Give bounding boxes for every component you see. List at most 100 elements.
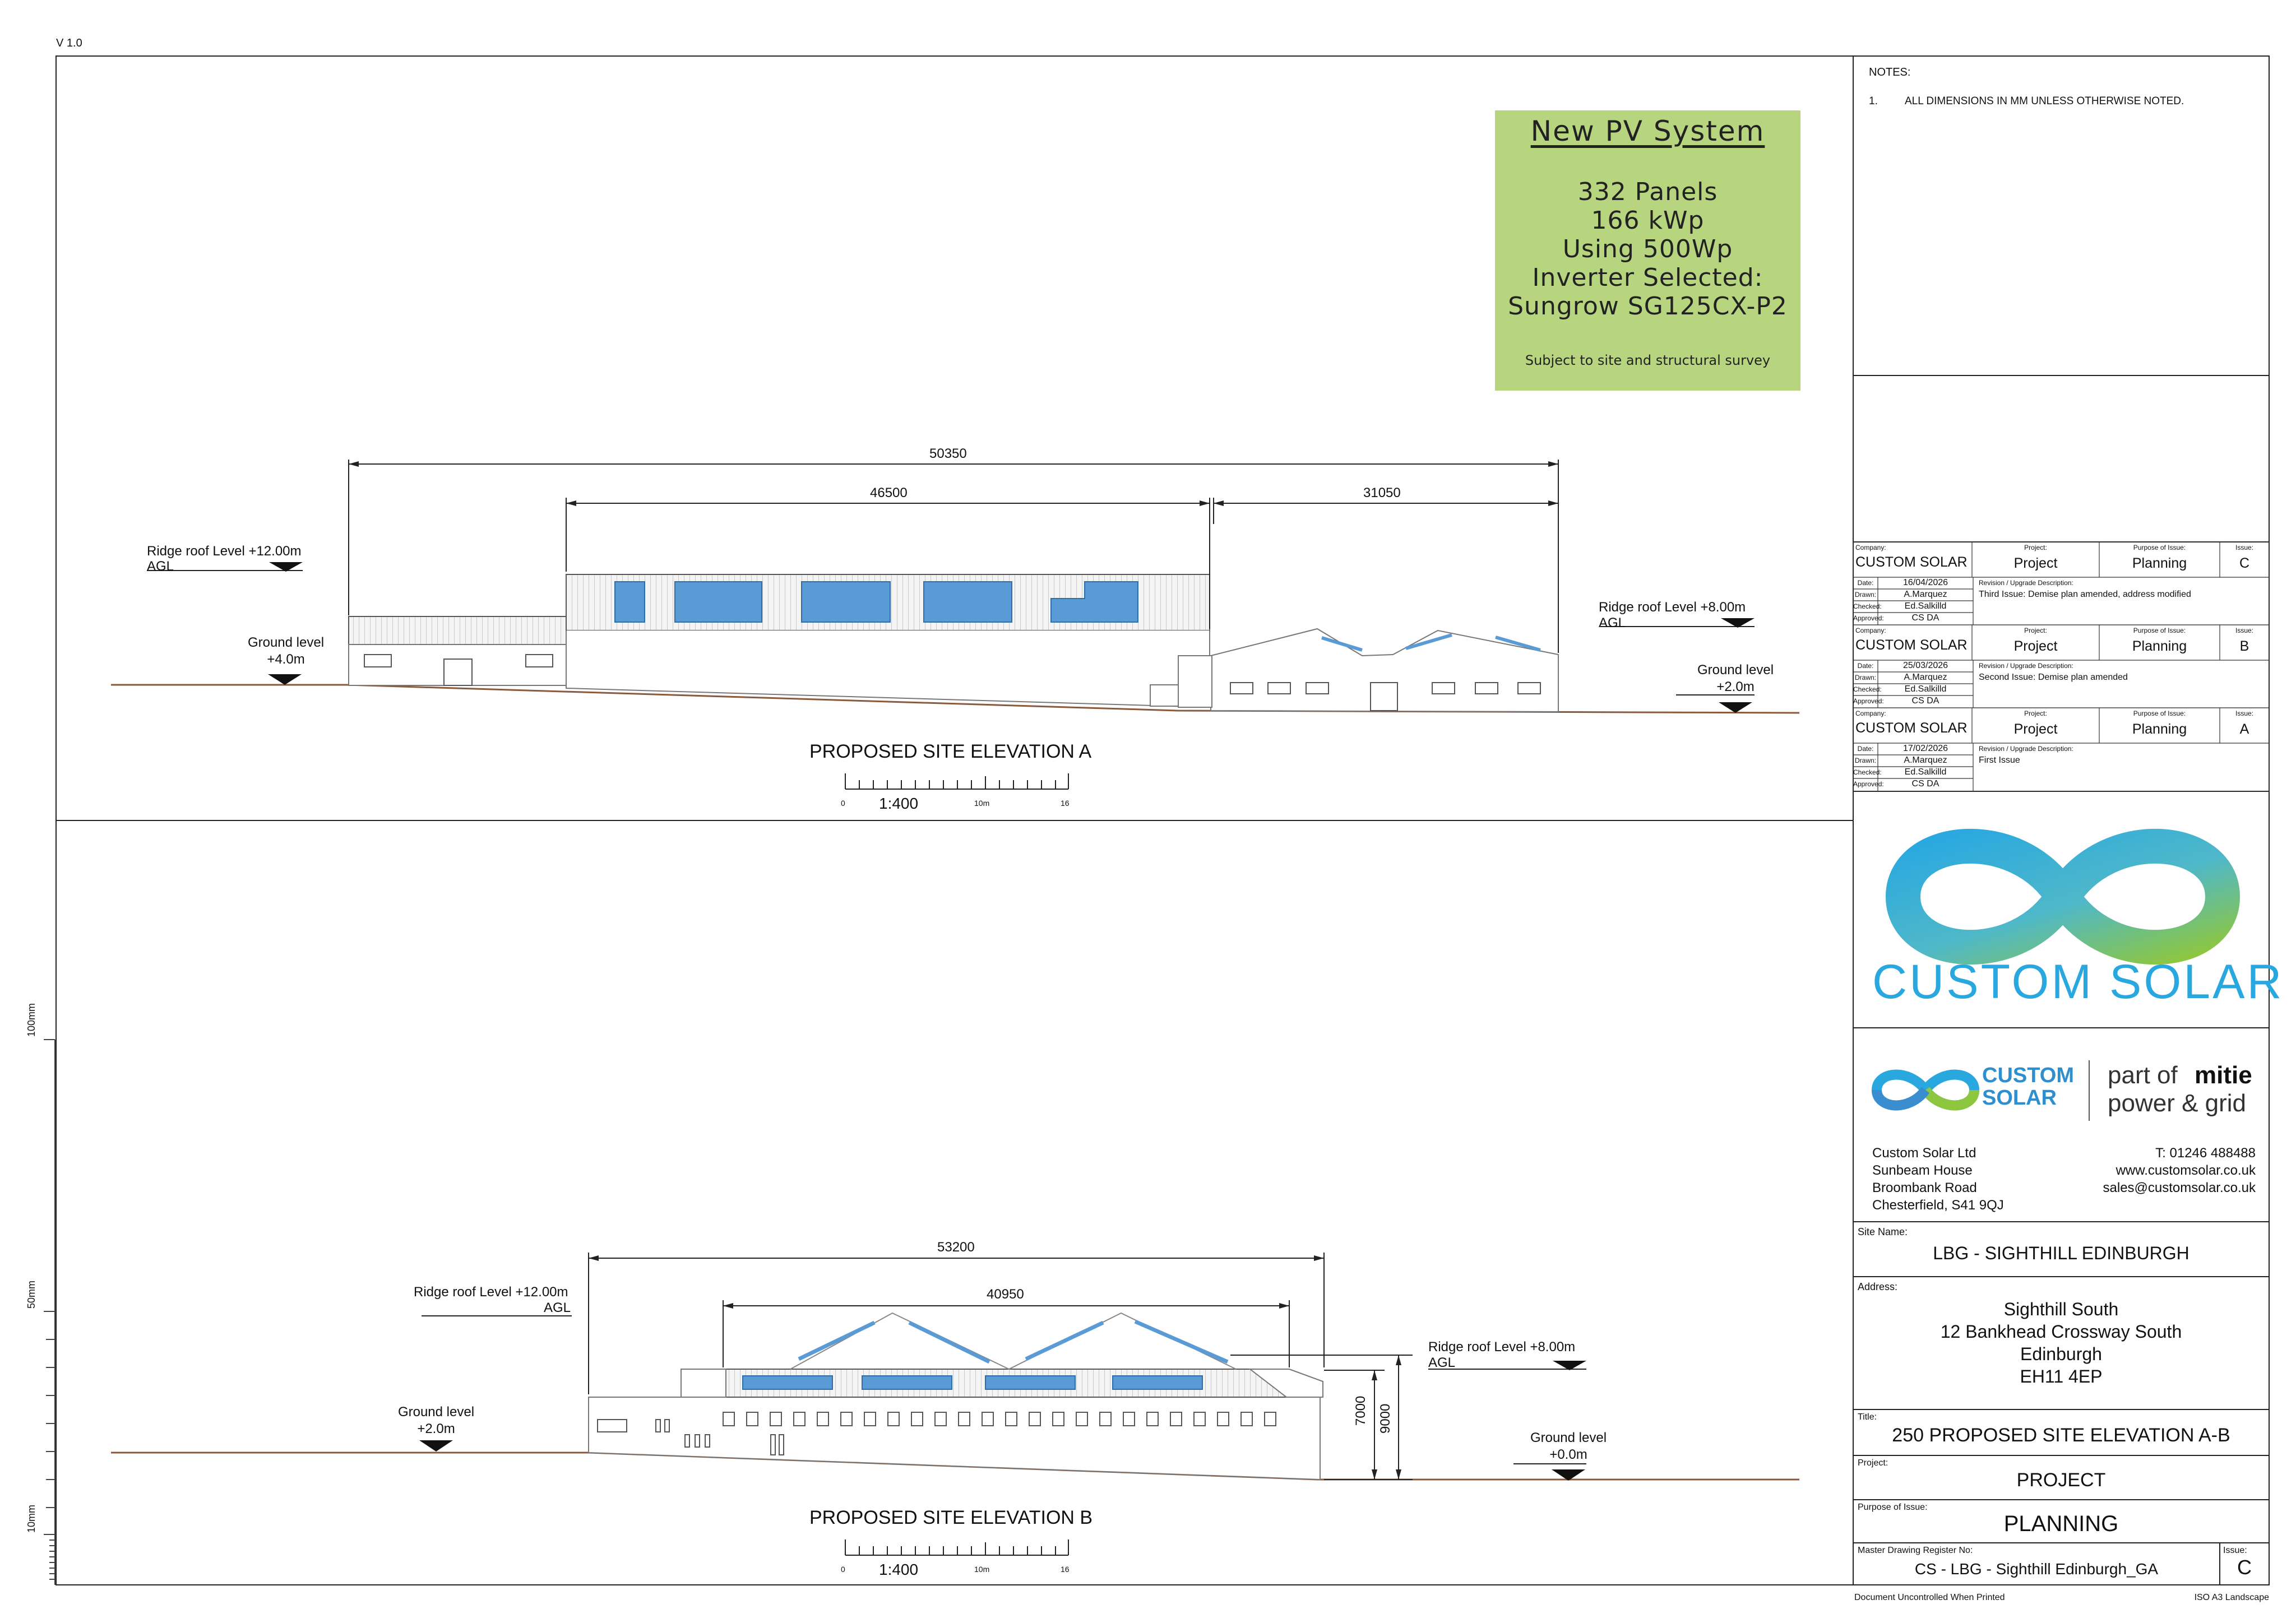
elevation-b-drawing xyxy=(111,1253,1799,1481)
rev-project: Project xyxy=(2013,555,2058,571)
scale-b-tick-16: 16 xyxy=(1061,1565,1070,1574)
rev-approved: CS DA xyxy=(1911,613,1939,623)
scale-a-tick-0: 0 xyxy=(841,799,845,808)
level-b-ground-right-value: +0.0m xyxy=(1549,1447,1587,1462)
power-grid-label: power & grid xyxy=(2108,1089,2247,1117)
mitie-brand: mitie xyxy=(2195,1061,2252,1089)
note-1-text: ALL DIMENSIONS IN MM UNLESS OTHERWISE NO… xyxy=(1905,95,2184,107)
windows-row-b xyxy=(597,1412,1276,1455)
rev-desc: Second Issue: Demise plan amended xyxy=(1979,673,2128,682)
project-label: Project: xyxy=(1858,1458,1888,1468)
scale-b-label: 1:400 xyxy=(879,1561,919,1578)
dim-b-eaves: 7000 xyxy=(1353,1395,1368,1426)
rev-desc: Third Issue: Demise plan amended, addres… xyxy=(1979,590,2191,599)
rev-approved: CS DA xyxy=(1911,696,1939,706)
elevation-a-title: PROPOSED SITE ELEVATION A xyxy=(809,741,1092,762)
level-b-ridge-right: Ridge roof Level +8.00m xyxy=(1428,1339,1576,1355)
footer-uncontrolled: Document Uncontrolled When Printed xyxy=(1854,1593,2005,1602)
scale-a-tick-16: 16 xyxy=(1061,799,1070,808)
level-b-ridge-left: Ridge roof Level +12.00m xyxy=(414,1285,568,1300)
scale-bar-b xyxy=(845,1539,1069,1556)
level-a-ridge-right: Ridge roof Level +8.00m xyxy=(1599,600,1746,615)
site-address-line-3: Edinburgh xyxy=(2020,1344,2102,1364)
rev-company: CUSTOM SOLAR xyxy=(1855,637,1968,653)
dim-a-overall: 50350 xyxy=(929,446,967,461)
address-line-4: Chesterfield, S41 9QJ xyxy=(1872,1198,2004,1213)
rev-purpose-label: Purpose of Issue: xyxy=(2133,627,2186,634)
rev-drawn: A.Marquez xyxy=(1904,755,1947,765)
company-website: www.customsolar.co.uk xyxy=(2116,1163,2256,1178)
level-a-ground-left: Ground level xyxy=(247,635,325,650)
level-a-ridge-left-agl: AGL xyxy=(147,559,174,574)
part-of-label: part of xyxy=(2108,1061,2178,1089)
address-line-2: Sunbeam House xyxy=(1872,1163,1973,1178)
pv-system-box: New PV System 332 Panels 166 kWp Using 5… xyxy=(1495,110,1800,391)
version-label: V 1.0 xyxy=(56,37,82,49)
small-logo-line1: CUSTOM xyxy=(1982,1064,2074,1087)
rev-date-label: Date: xyxy=(1857,662,1874,670)
level-b-ground-left-value: +2.0m xyxy=(417,1421,455,1436)
small-logo-line2: SOLAR xyxy=(1982,1086,2057,1110)
elevation-a-drawing xyxy=(111,460,1800,714)
rev-approved-label: Approved: xyxy=(1853,780,1884,788)
rev-issue: A xyxy=(2239,721,2249,737)
rev-date-label: Date: xyxy=(1857,579,1874,587)
rev-issue-label: Issue: xyxy=(2235,544,2253,551)
project-value: PROJECT xyxy=(2016,1469,2106,1491)
elevation-b-title: PROPOSED SITE ELEVATION B xyxy=(809,1507,1093,1528)
ruler-label-100mm: 100mm xyxy=(26,1003,37,1037)
rev-purpose: Planning xyxy=(2132,638,2187,654)
rev-company-label: Company: xyxy=(1855,627,1886,634)
note-1-number: 1. xyxy=(1869,95,1878,107)
dim-a-right: 31050 xyxy=(1363,485,1401,500)
drawing-title-label: Title: xyxy=(1858,1412,1877,1422)
pv-heading: New PV System xyxy=(1530,115,1765,147)
dim-a-main: 46500 xyxy=(870,485,908,500)
rev-purpose: Planning xyxy=(2132,555,2187,571)
level-b-ridge-left-agl: AGL xyxy=(544,1300,571,1315)
rev-project-label: Project: xyxy=(2024,544,2047,551)
pv-line-wp: Using 500Wp xyxy=(1562,235,1733,263)
scale-a-tick-10: 10m xyxy=(974,799,990,808)
rev-issue: C xyxy=(2239,555,2250,571)
logo-wordmark: CUSTOM SOLAR xyxy=(1872,955,2284,1009)
scale-bar-a xyxy=(845,773,1069,790)
rev-desc-label: Revision / Upgrade Description: xyxy=(1979,662,2073,670)
level-b-ground-right: Ground level xyxy=(1530,1430,1607,1445)
site-name-label: Site Name: xyxy=(1858,1226,1908,1237)
rev-drawn-label: Drawn: xyxy=(1854,674,1876,681)
site-address-line-1: Sighthill South xyxy=(2003,1299,2119,1319)
site-address-label: Address: xyxy=(1858,1281,1898,1292)
rev-company-label: Company: xyxy=(1855,710,1886,717)
rev-approved-label: Approved: xyxy=(1853,697,1884,705)
level-a-ground-left-value: +4.0m xyxy=(267,652,305,667)
drawing-title-value: 250 PROPOSED SITE ELEVATION A-B xyxy=(1892,1425,2230,1446)
company-phone: T: 01246 488488 xyxy=(2155,1146,2256,1161)
rev-checked-label: Checked: xyxy=(1853,685,1882,693)
purpose-label: Purpose of Issue: xyxy=(1858,1503,1928,1512)
rev-project: Project xyxy=(2013,638,2058,654)
site-address-line-2: 12 Bankhead Crossway South xyxy=(1940,1321,2182,1342)
rev-checked: Ed.Salkilld xyxy=(1904,601,1947,611)
print-ruler xyxy=(44,1039,55,1585)
dim-b-overall: 53200 xyxy=(937,1240,975,1255)
scale-b-tick-0: 0 xyxy=(841,1565,845,1574)
register-value: CS - LBG - Sighthill Edinburgh_GA xyxy=(1914,1560,2159,1578)
register-issue-label: Issue: xyxy=(2223,1546,2247,1555)
footer-paper-size: ISO A3 Landscape xyxy=(2194,1593,2269,1602)
pv-line-panels: 332 Panels xyxy=(1577,178,1718,206)
rev-drawn-label: Drawn: xyxy=(1854,757,1876,764)
rev-purpose-label: Purpose of Issue: xyxy=(2133,544,2186,551)
address-line-1: Custom Solar Ltd xyxy=(1872,1146,1976,1161)
level-b-ground-left: Ground level xyxy=(397,1404,475,1420)
dim-b-array: 40950 xyxy=(987,1287,1024,1302)
site-address-line-4: EH11 4EP xyxy=(2020,1366,2103,1386)
rev-company-label: Company: xyxy=(1855,544,1886,551)
rev-project: Project xyxy=(2013,721,2058,737)
ruler-label-50mm: 50mm xyxy=(26,1280,37,1309)
custom-solar-logo-icon xyxy=(1885,829,2241,964)
pv-line-inverter-model: Sungrow SG125CX-P2 xyxy=(1508,292,1788,321)
rev-project-label: Project: xyxy=(2024,627,2047,634)
rev-desc-label: Revision / Upgrade Description: xyxy=(1979,745,2073,753)
